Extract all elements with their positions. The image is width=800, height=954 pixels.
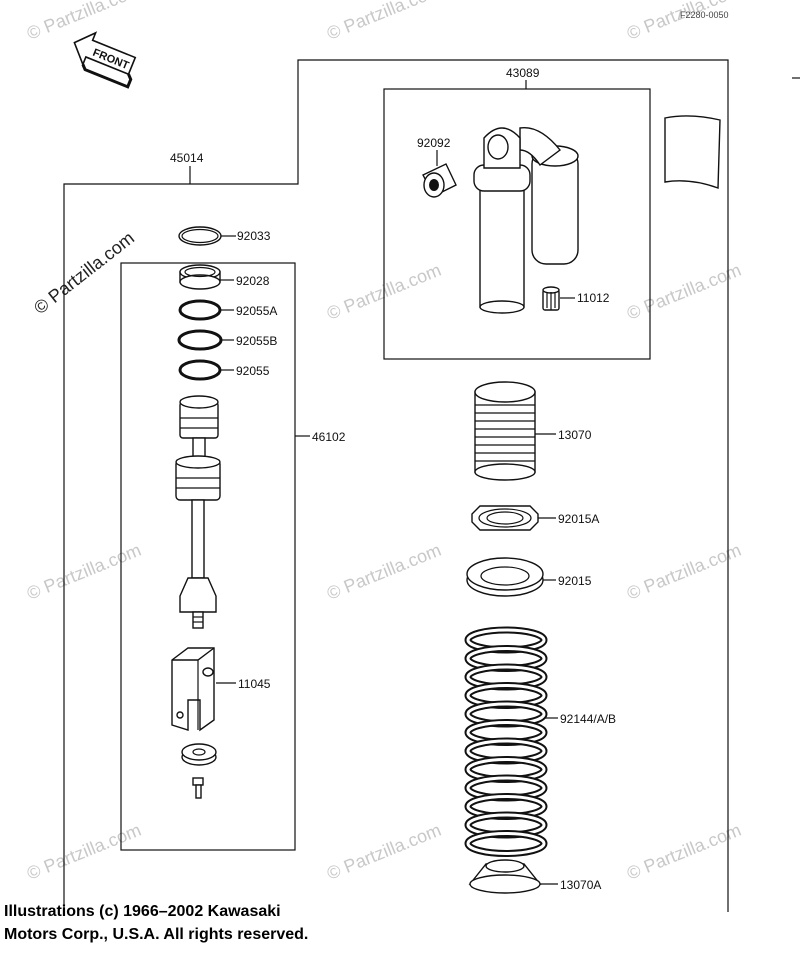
- watermark: © Partzilla.com: [624, 0, 744, 44]
- watermark: © Partzilla.com: [24, 820, 144, 884]
- label-92144: 92144/A/B: [560, 712, 616, 726]
- nut-icon: [181, 743, 217, 766]
- label-11045: 11045: [238, 677, 271, 691]
- label-92015: 92015: [558, 574, 592, 588]
- o-ring-92055B-icon: [177, 329, 223, 351]
- ring-92028-icon: [179, 264, 221, 290]
- watermark-side: © Partzilla.com: [30, 228, 138, 318]
- spring-92144-icon: [464, 626, 548, 857]
- spring-seat-13070A-icon: [468, 859, 542, 894]
- label-13070: 13070: [558, 428, 592, 442]
- shock-body-icon: [473, 126, 579, 314]
- label-11012: 11012: [577, 291, 610, 305]
- label-92092: 92092: [417, 136, 451, 150]
- reservoir-cap-icon: [664, 115, 721, 189]
- watermark: © Partzilla.com: [324, 820, 444, 884]
- box-43089: [383, 88, 651, 360]
- label-92055: 92055: [236, 364, 270, 378]
- label-92055A: 92055A: [236, 304, 277, 318]
- label-46102: 46102: [312, 430, 346, 444]
- o-ring-92055-icon: [178, 359, 222, 381]
- label-92055B: 92055B: [236, 334, 277, 348]
- o-ring-92055A-icon: [178, 299, 222, 321]
- bushing-92092-icon: [422, 163, 457, 198]
- front-arrow-icon: FRONT: [73, 31, 137, 89]
- bolt-icon: [192, 777, 204, 799]
- assembly-frame-45014: [63, 59, 729, 912]
- watermark: © Partzilla.com: [324, 540, 444, 604]
- copyright-line-1: Illustrations (c) 1966–2002 Kawasaki: [4, 903, 281, 920]
- label-92015A: 92015A: [558, 512, 599, 526]
- watermark: © Partzilla.com: [624, 820, 744, 884]
- watermark: © Partzilla.com: [24, 540, 144, 604]
- watermark: © Partzilla.com: [324, 0, 444, 44]
- copyright-notice: Illustrations (c) 1966–2002 Kawasaki Mot…: [4, 900, 308, 946]
- box-46102: [120, 262, 296, 851]
- adjuster-nut-92015-icon: [466, 557, 544, 597]
- label-92033: 92033: [237, 229, 271, 243]
- snap-ring-92033-icon: [178, 226, 222, 246]
- piston-rod-icon: [175, 395, 221, 629]
- watermark: © Partzilla.com: [624, 540, 744, 604]
- watermark: © Partzilla.com: [624, 260, 744, 324]
- label-45014: 45014: [170, 151, 204, 165]
- bump-stop-13070-icon: [474, 381, 536, 481]
- copyright-line-2: Motors Corp., U.S.A. All rights reserved…: [4, 926, 309, 943]
- label-43089: 43089: [506, 66, 540, 80]
- label-13070A: 13070A: [560, 878, 601, 892]
- drawing-ref: F2280-0050: [680, 10, 729, 20]
- label-92028: 92028: [236, 274, 270, 288]
- valve-cap-11012-icon: [542, 286, 560, 311]
- clevis-11045-icon: [171, 647, 215, 732]
- locknut-92015A-icon: [471, 505, 539, 531]
- watermark: © Partzilla.com: [24, 0, 144, 44]
